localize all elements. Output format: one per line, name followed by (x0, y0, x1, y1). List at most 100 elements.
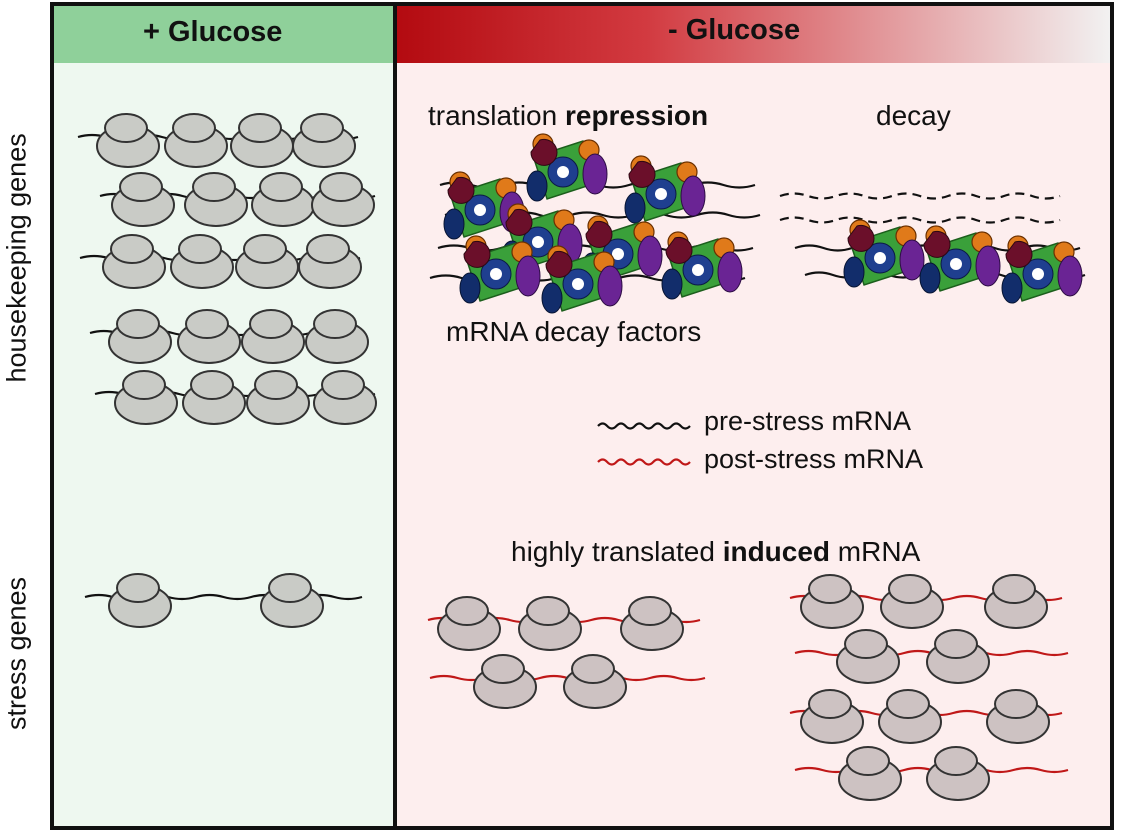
induced-mrna-title: highly translated induced mRNA (511, 536, 920, 568)
factor-ring-center (474, 204, 486, 216)
ribosome-icon (235, 234, 299, 289)
ribosome-small-subunit (122, 370, 166, 400)
factor-purple-oval (637, 235, 663, 277)
decay-title: decay (876, 100, 951, 131)
ribosome-small-subunit (934, 746, 978, 776)
ribosome-icon (437, 596, 501, 651)
pacman-icon (628, 160, 656, 188)
factor-navy-oval (526, 170, 548, 202)
factor-ring-center (874, 252, 886, 264)
factor-purple-oval (899, 239, 925, 281)
ribosome-icon (880, 574, 944, 629)
factor-purple-oval (582, 153, 608, 195)
minus-glucose-header-bar (395, 4, 1112, 63)
factor-ring-center (950, 258, 962, 270)
repression-title-plain: translation (428, 100, 565, 131)
ribosome-small-subunit (178, 234, 222, 264)
ribosome-icon (246, 370, 310, 425)
translation-repression-title: translation repression (428, 100, 708, 132)
ribosome-small-subunit (104, 113, 148, 143)
ribosome-icon (838, 746, 902, 801)
ribosome-icon (800, 689, 864, 744)
pacman-icon (1005, 240, 1033, 268)
pacman-icon (665, 236, 693, 264)
ribosome-icon (986, 689, 1050, 744)
ribosome-small-subunit (992, 574, 1036, 604)
ribosome-icon (878, 689, 942, 744)
factor-navy-oval (661, 268, 683, 300)
pacman-icon (463, 240, 491, 268)
decay-factor-complex-icon (843, 219, 925, 288)
factor-purple-oval (680, 175, 706, 217)
plus-glucose-title: + Glucose (143, 16, 283, 48)
ribosome-small-subunit (321, 370, 365, 400)
pacman-icon (505, 208, 533, 236)
decay-factor-complex-icon (443, 171, 525, 240)
ribosome-small-subunit (844, 629, 888, 659)
pacman-icon (847, 224, 875, 252)
factor-purple-oval (975, 245, 1001, 287)
ribosome-icon (182, 370, 246, 425)
ribosome-icon (926, 746, 990, 801)
ribosome-icon (311, 172, 375, 227)
decay-factor-complex-icon (919, 225, 1001, 294)
factor-navy-oval (919, 262, 941, 294)
factor-ring-center (490, 268, 502, 280)
ribosome-icon (111, 172, 175, 227)
ribosome-icon (102, 234, 166, 289)
decay-factor-complex-icon (624, 155, 706, 224)
decay-factors-caption: mRNA decay factors (446, 316, 702, 347)
ribosome-small-subunit (888, 574, 932, 604)
factor-ring-center (557, 166, 569, 178)
ribosome-icon (241, 309, 305, 364)
ribosome-small-subunit (185, 309, 229, 339)
pacman-icon (530, 138, 558, 166)
factor-navy-oval (443, 208, 465, 240)
ribosome-small-subunit (116, 309, 160, 339)
ribosome-icon (230, 113, 294, 168)
ribosome-small-subunit (808, 689, 852, 719)
ribosome-small-subunit (172, 113, 216, 143)
induced-title-bold: induced (722, 536, 831, 567)
factor-ring-center (655, 188, 667, 200)
legend-pre-stress-label: pre-stress mRNA (704, 406, 912, 436)
ribosome-icon (313, 370, 377, 425)
factor-ring-center (692, 264, 704, 276)
ribosome-small-subunit (306, 234, 350, 264)
ribosome-icon (563, 654, 627, 709)
ribosome-icon (984, 574, 1048, 629)
ribosome-small-subunit (445, 596, 489, 626)
ribosome-icon (96, 113, 160, 168)
ribosome-small-subunit (238, 113, 282, 143)
decay-factor-complex-icon (459, 235, 541, 304)
ribosome-icon (836, 629, 900, 684)
pacman-icon (545, 250, 573, 278)
ribosome-small-subunit (300, 113, 344, 143)
induced-title-plain: highly translated (511, 536, 723, 567)
ribosome-icon (473, 654, 537, 709)
ribosome-icon (164, 113, 228, 168)
ribosome-small-subunit (846, 746, 890, 776)
ribosome-small-subunit (192, 172, 236, 202)
ribosome-icon (518, 596, 582, 651)
factor-purple-oval (717, 251, 743, 293)
ribosome-icon (108, 573, 172, 628)
decaying-mrna-dashed (779, 216, 1061, 224)
ribosome-small-subunit (628, 596, 672, 626)
ribosome-small-subunit (249, 309, 293, 339)
plus-glucose-header-bar (52, 4, 395, 63)
factor-navy-oval (459, 272, 481, 304)
ribosome-small-subunit (116, 573, 160, 603)
factor-purple-oval (1057, 255, 1083, 297)
decay-factor-complex-icon (1001, 235, 1083, 304)
ribosome-small-subunit (243, 234, 287, 264)
factor-ring-center (1032, 268, 1044, 280)
induced-title-end: mRNA (830, 536, 921, 567)
decay-factor-complex-icon (541, 245, 623, 314)
outer-frame (50, 2, 1114, 830)
legend-post-stress-label: post-stress mRNA (704, 444, 924, 474)
factor-navy-oval (843, 256, 865, 288)
legend-pre-stress-swatch (597, 422, 691, 430)
